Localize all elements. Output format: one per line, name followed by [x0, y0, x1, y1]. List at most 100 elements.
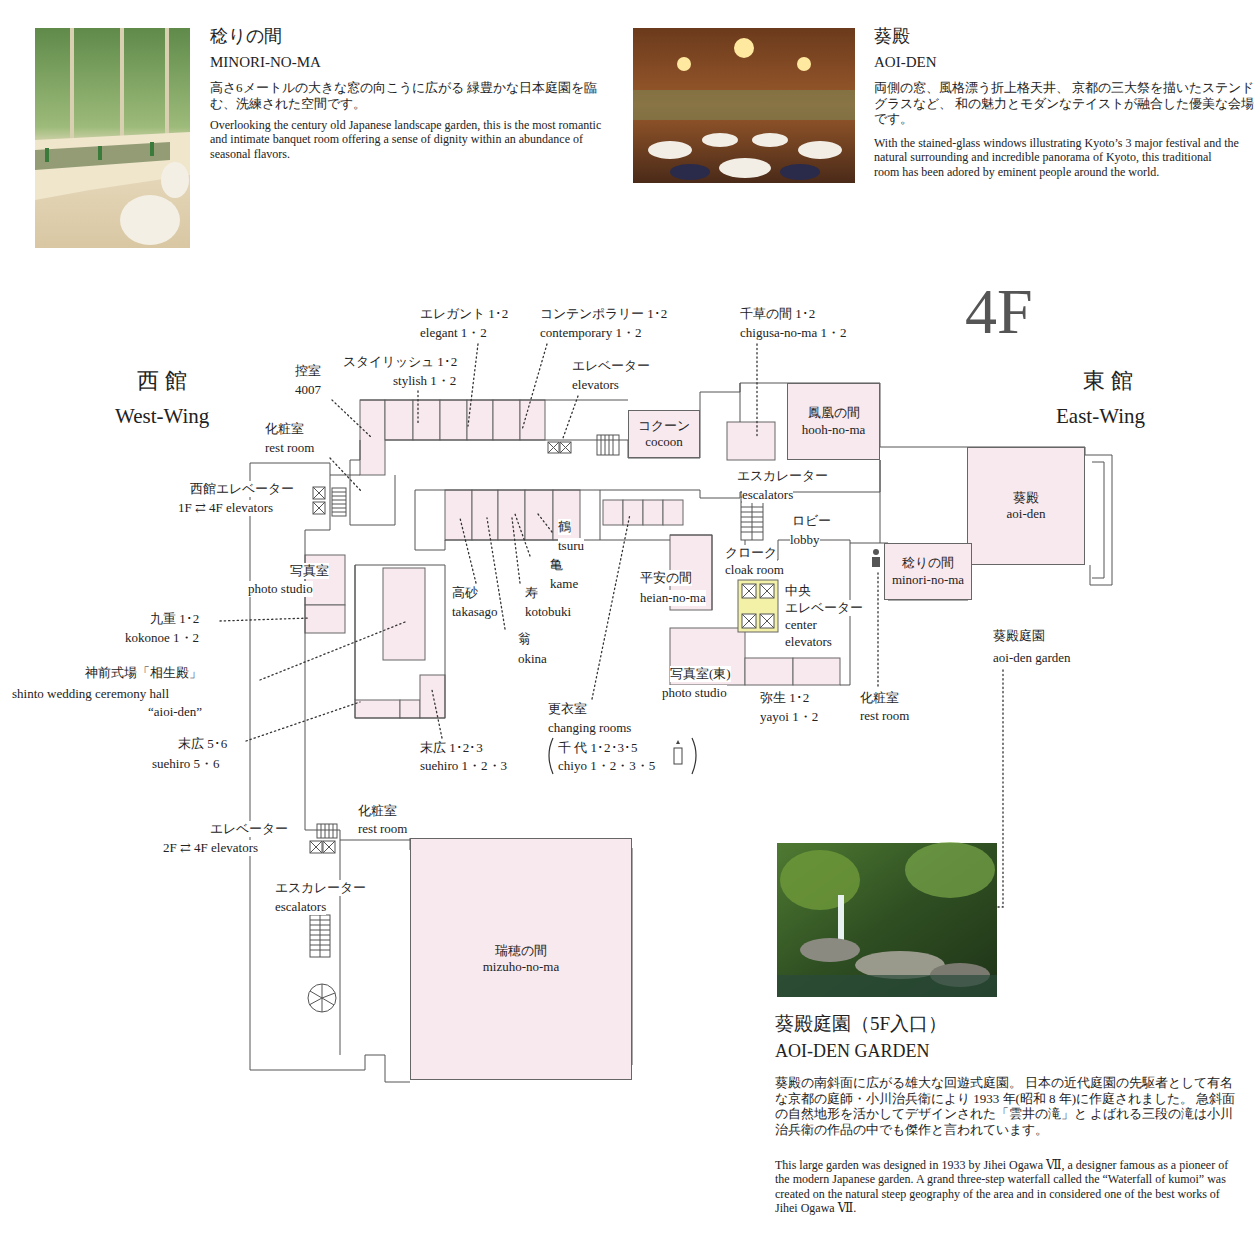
description-text: This large garden was designed in 1933 b… [775, 1158, 1245, 1216]
map-label: 化粧室 [265, 421, 304, 437]
room-title: 稔りの間 [210, 26, 282, 48]
map-label: shinto wedding ceremony hall [12, 686, 169, 702]
description-text: 両側の窓、風格漂う折上格天井、 京都の三大祭を描いたステンドグラスなど、 和の魅… [874, 80, 1259, 127]
photo-garden [777, 842, 997, 997]
map-label: kotobuki [525, 604, 571, 620]
map-label: okina [518, 651, 547, 667]
map-label: 2F ⇄ 4F elevators [163, 840, 258, 856]
room-name: 瑞穂の間 [495, 943, 547, 959]
map-label: elevators [785, 634, 832, 650]
map-label: 平安の間 [640, 570, 692, 586]
map-label: 末広 1･2･3 [420, 740, 483, 756]
map-label: takasago [452, 604, 497, 620]
map-label: photo studio [662, 685, 727, 701]
map-label: stylish 1・2 [393, 373, 456, 389]
room-name-en: cocoon [645, 434, 683, 450]
map-label: スタイリッシュ 1･2 [343, 354, 457, 370]
center-elevator-hall [738, 580, 778, 632]
room-name-en: minori-no-ma [892, 572, 964, 588]
leader-line [563, 396, 578, 438]
map-label: 西館エレベーター [190, 481, 294, 497]
map-label: 高砂 [452, 585, 478, 601]
room-box: 葵殿aoi-den [967, 447, 1085, 565]
map-label: エレベーター [210, 821, 288, 837]
description-text: 高さ6メートルの大きな窓の向こうに広がる 緑豊かな日本庭園を臨む、洗練された空間… [210, 80, 600, 111]
map-label: 九重 1･2 [150, 611, 199, 627]
map-label: エレベーター [785, 600, 863, 616]
map-label: heian-no-ma [640, 590, 706, 606]
leader-lines [220, 344, 1003, 907]
map-label: escalators [275, 899, 326, 915]
description-text: With the stained-glass windows illustrat… [874, 136, 1239, 179]
map-label: 神前式場「相生殿」 [85, 665, 202, 681]
map-label: エレベーター [572, 358, 650, 374]
elevator-symbols [310, 442, 774, 853]
leader-line [756, 344, 757, 436]
map-label: “aioi-den” [148, 704, 202, 720]
leader-line [332, 400, 372, 438]
room-title: 葵殿 [874, 26, 910, 48]
map-label: 翁 [518, 631, 531, 647]
room-name: 稔りの間 [902, 555, 954, 571]
leader-line [877, 572, 878, 686]
description-text: Overlooking the century old Japanese lan… [210, 118, 602, 161]
map-label: yayoi 1・2 [760, 709, 818, 725]
map-label: kame [550, 576, 578, 592]
map-label: rest room [265, 440, 314, 456]
room-box: 瑞穂の間mizuho-no-ma [410, 838, 632, 1080]
floor-number: 4F [965, 280, 1033, 344]
map-label: 控室 [295, 363, 321, 379]
map-label: 化粧室 [358, 803, 397, 819]
map-label: contemporary 1・2 [540, 325, 641, 341]
room-title-en: AOI-DEN [874, 53, 936, 71]
map-label: 化粧室 [860, 690, 899, 706]
room-title-en: MINORI-NO-MA [210, 53, 321, 71]
leader-line [468, 344, 478, 426]
room-name-en: aoi-den [1007, 506, 1046, 522]
leader-line [522, 344, 547, 430]
map-label: クローク [725, 545, 777, 561]
map-label: 中央 [785, 583, 811, 599]
leader-line [246, 702, 360, 741]
map-label: 鶴 [558, 519, 571, 535]
map-label: photo studio [248, 581, 313, 597]
leader-line [592, 514, 630, 699]
leader-line [260, 622, 405, 680]
map-label: tsuru [558, 538, 584, 554]
room-title-en: AOI-DEN GARDEN [775, 1041, 929, 1063]
map-label: aoi-den garden [993, 650, 1071, 666]
map-label: エスカレーター [275, 880, 366, 896]
wing-name: 西 館 [137, 368, 187, 394]
map-label: 千草の間 1･2 [740, 306, 815, 322]
map-label: コンテンポラリー 1･2 [540, 306, 667, 322]
walls [250, 383, 1112, 1082]
icons [549, 549, 880, 774]
map-label: ロビー [792, 513, 831, 529]
leader-line [417, 391, 418, 424]
map-label: center [785, 617, 817, 633]
map-label: 寿 [525, 585, 538, 601]
map-label: changing rooms [548, 720, 631, 736]
map-label: chigusa-no-ma 1・2 [740, 325, 847, 341]
leader-line [538, 514, 552, 532]
map-label: 更衣室 [548, 701, 587, 717]
map-label: 4007 [295, 382, 321, 398]
leader-line [220, 618, 310, 621]
room-box: 稔りの間minori-no-ma [884, 543, 972, 600]
map-label: elevators [572, 377, 619, 393]
wing-name-en: East-Wing [1056, 404, 1145, 429]
leader-line [515, 514, 530, 556]
map-label: 末広 5･6 [178, 736, 227, 752]
map-label: lobby [790, 532, 820, 548]
leader-line [998, 670, 1003, 907]
leader-line [330, 458, 362, 492]
wing-name: 東 館 [1083, 368, 1133, 394]
room-box: 鳳凰の間hooh-no-ma [787, 383, 880, 460]
map-label: 写真室(東) [670, 666, 731, 682]
room-name: 葵殿 [1013, 490, 1039, 506]
map-label: 亀 [550, 557, 563, 573]
map-label: suehiro 5・6 [152, 756, 220, 772]
map-label: エレガント 1･2 [420, 306, 508, 322]
leader-line [512, 518, 520, 583]
